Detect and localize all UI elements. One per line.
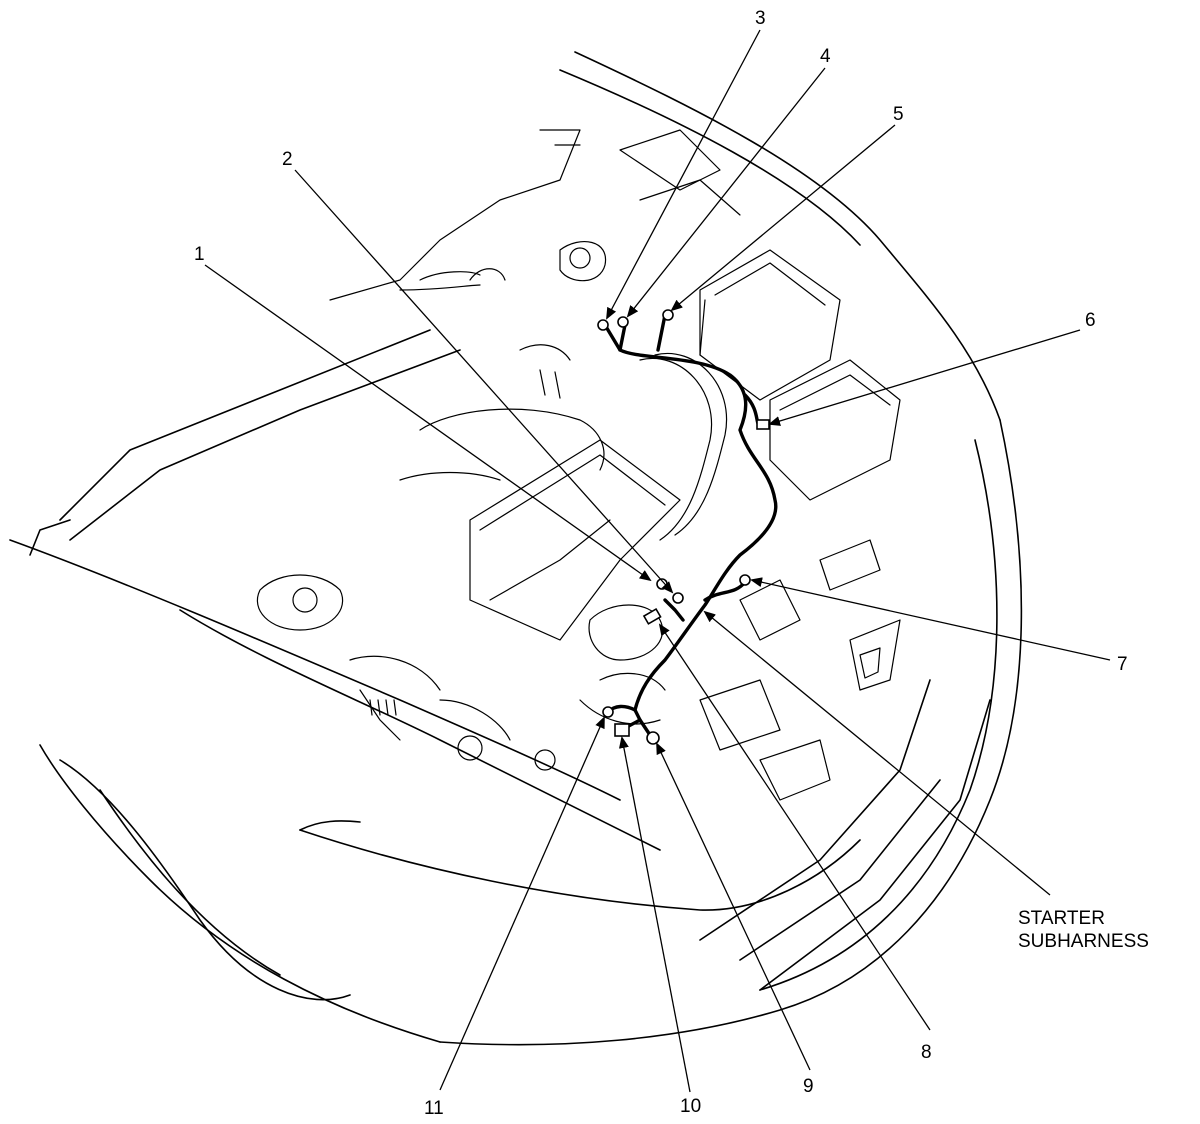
leader-8 <box>658 623 931 1031</box>
leader-9 <box>656 742 811 1071</box>
leader-1 <box>204 264 652 582</box>
connector-4 <box>617 316 629 328</box>
callout-9: 9 <box>803 1076 814 1097</box>
front-bumper-outline <box>39 744 441 1043</box>
connector-11 <box>602 706 614 718</box>
callout-7: 7 <box>1117 654 1128 675</box>
harness-main-trunk <box>603 323 778 722</box>
callout-6: 6 <box>1085 310 1096 331</box>
starter-subharness-caption: STARTER SUBHARNESS <box>1018 908 1149 952</box>
callout-10: 10 <box>680 1096 701 1117</box>
leader-11 <box>439 716 605 1091</box>
front-fender-outline <box>439 419 1023 1046</box>
vehicle-body-outline <box>9 51 1023 1046</box>
callout-8: 8 <box>921 1042 932 1063</box>
connector-10 <box>614 723 630 737</box>
connector-6 <box>756 419 770 430</box>
starter-subharness <box>603 313 778 740</box>
leader-starter-subharness <box>703 610 1051 896</box>
leader-3 <box>606 29 761 320</box>
connector-5 <box>662 309 674 321</box>
callout-2: 2 <box>282 149 293 170</box>
callout-11: 11 <box>424 1098 444 1119</box>
connector-7 <box>739 574 751 586</box>
connector-2 <box>672 592 684 604</box>
callout-3: 3 <box>755 8 766 29</box>
leader-2 <box>294 169 674 594</box>
engine-components <box>256 129 901 801</box>
bracket <box>849 619 901 691</box>
engine-cover <box>469 439 681 641</box>
cowl-line <box>9 539 621 801</box>
leader-10 <box>618 736 691 1093</box>
leader-7 <box>750 577 1111 661</box>
callout-5: 5 <box>893 104 904 125</box>
brake-master-cylinder <box>559 241 607 282</box>
hood-edge <box>574 51 1001 421</box>
intake-duct <box>639 357 713 541</box>
leader-6 <box>768 329 1081 426</box>
connector-9 <box>646 731 660 745</box>
connector-8 <box>642 607 662 625</box>
caption-line-1: STARTER <box>1018 908 1105 929</box>
connector-3 <box>597 319 609 331</box>
callout-4: 4 <box>820 46 831 67</box>
leader-4 <box>626 67 826 318</box>
callout-1: 1 <box>194 244 205 265</box>
caption-line-2: SUBHARNESS <box>1018 931 1149 952</box>
reservoir <box>256 574 344 631</box>
callout-labels: 1 2 3 4 5 6 7 8 9 10 11 <box>194 8 1128 1119</box>
leader-5 <box>670 124 896 312</box>
fuse-box <box>769 359 901 501</box>
leader-lines <box>204 29 1111 1093</box>
starter-motor <box>588 604 664 661</box>
